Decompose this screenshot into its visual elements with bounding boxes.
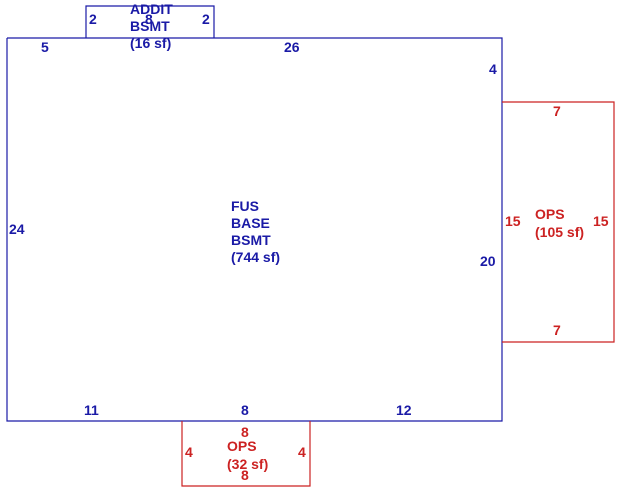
- main-dim-top-left: 5: [41, 39, 49, 55]
- ops-bottom-outline: [181, 421, 311, 487]
- main-area-outline: [6, 37, 503, 422]
- ops-bottom-dim-bottom: 8: [241, 467, 249, 483]
- ops-bottom-dim-right: 4: [298, 444, 306, 460]
- ops-bottom-dim-left: 4: [185, 444, 193, 460]
- main-dim-right: 20: [480, 253, 496, 269]
- ops-bottom-boundary: [181, 421, 311, 487]
- addit-area-boundary: [85, 5, 215, 38]
- ops-right-label-line2: (105 sf): [535, 224, 584, 240]
- addit-area-label-line1: ADDIT: [130, 1, 173, 17]
- main-area-label-line2: BASE: [231, 215, 270, 231]
- addit-dim-right: 2: [202, 11, 210, 27]
- ops-bottom-label-line1: OPS: [227, 438, 257, 454]
- main-dim-bottom-right: 12: [396, 402, 412, 418]
- addit-area-label-line3: (16 sf): [130, 35, 171, 51]
- ops-bottom-label-line2: (32 sf): [227, 456, 268, 472]
- ops-right-dim-bottom: 7: [553, 322, 561, 338]
- ops-right-dim-left: 15: [505, 213, 521, 229]
- main-area-label-line4: (744 sf): [231, 249, 280, 265]
- main-dim-bottom-left: 11: [84, 402, 99, 418]
- main-dim-left: 24: [9, 221, 25, 237]
- main-dim-right-top: 4: [489, 61, 497, 77]
- ops-right-label-line1: OPS: [535, 206, 565, 222]
- main-dim-top-right: 26: [284, 39, 300, 55]
- main-area-boundary: [6, 37, 503, 422]
- main-area-label-line3: BSMT: [231, 232, 271, 248]
- ops-right-boundary: [502, 101, 615, 343]
- addit-area-outline: [85, 5, 215, 38]
- addit-dim-top: 8: [145, 11, 153, 27]
- addit-dim-left: 2: [89, 11, 97, 27]
- main-area-label-line1: FUS: [231, 198, 259, 214]
- ops-right-dim-right: 15: [593, 213, 609, 229]
- ops-right-outline: [502, 101, 615, 343]
- main-dim-bottom-mid: 8: [241, 402, 249, 418]
- ops-bottom-dim-top: 8: [241, 424, 249, 440]
- addit-area-label-line2: BSMT: [130, 18, 170, 34]
- ops-right-dim-top: 7: [553, 103, 561, 119]
